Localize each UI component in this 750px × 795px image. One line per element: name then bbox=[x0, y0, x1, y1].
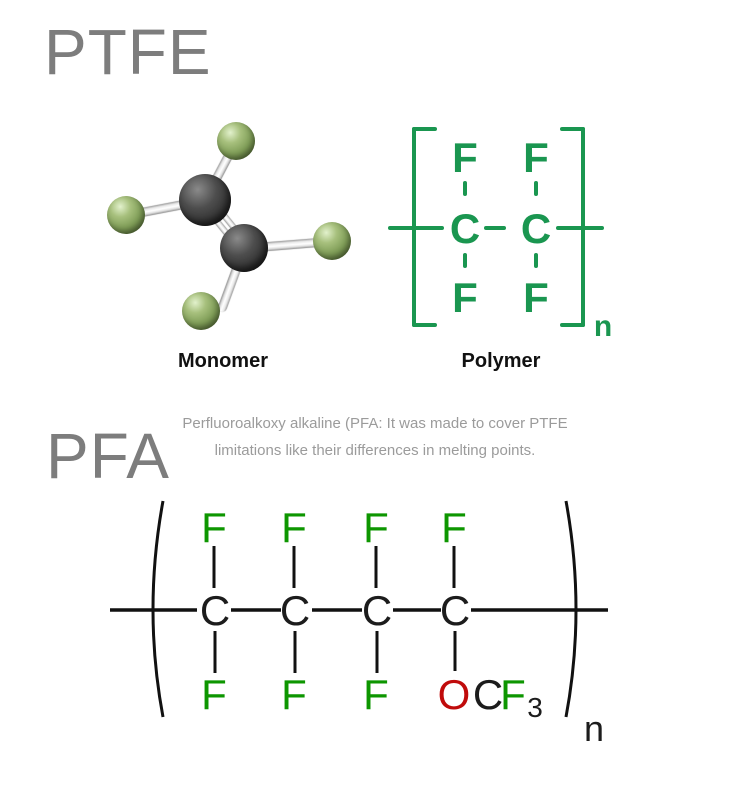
oxygen-symbol: O bbox=[437, 671, 471, 718]
backbone-line-right bbox=[556, 226, 604, 230]
polymer-label: Polymer bbox=[461, 350, 541, 372]
fc-dash-top-2 bbox=[534, 181, 538, 196]
fluorine-atom-right bbox=[313, 222, 351, 260]
carbon-symbol: C bbox=[279, 587, 311, 634]
fluorine-symbol: F bbox=[281, 671, 307, 718]
left-bracket-bottom bbox=[412, 323, 437, 327]
repeat-subscript-n: n bbox=[593, 310, 613, 343]
fluorine-symbol: F bbox=[523, 274, 549, 321]
ptfe-title: PTFE bbox=[44, 16, 212, 88]
carbon-symbol: C bbox=[520, 205, 552, 252]
backbone-line-left bbox=[388, 226, 444, 230]
left-bracket-top bbox=[412, 127, 437, 131]
right-bracket-top bbox=[560, 127, 585, 131]
right-parenthesis bbox=[564, 500, 578, 718]
fluorine-symbol: F bbox=[281, 504, 307, 551]
fluorine-symbol: F bbox=[201, 504, 227, 551]
fluorine-symbol: F bbox=[363, 504, 389, 551]
fluorine-symbol: F bbox=[523, 134, 549, 181]
pfa-title: PFA bbox=[46, 420, 170, 492]
fc-dash-bottom-2 bbox=[534, 253, 538, 268]
fc-dash-bottom-1 bbox=[463, 253, 467, 268]
pfa-caption-line2: limitations like their differences in me… bbox=[214, 442, 536, 459]
carbon-symbol: C bbox=[361, 587, 393, 634]
repeat-subscript-n: n bbox=[583, 708, 605, 749]
fluorine-symbol: F bbox=[363, 671, 389, 718]
carbon-symbol: C bbox=[472, 671, 504, 718]
ptfe-monomer-model bbox=[80, 100, 390, 350]
fluorine-atom-bottom bbox=[182, 292, 220, 330]
cc-bond-dash bbox=[484, 226, 506, 230]
fluorine-symbol: F bbox=[441, 504, 467, 551]
carbon-symbol: C bbox=[439, 587, 471, 634]
pfa-caption-line1: Perfluoroalkoxy alkaline (PFA: It was ma… bbox=[182, 415, 568, 432]
fluorine-symbol: F bbox=[452, 274, 478, 321]
fc-dash-top-1 bbox=[463, 181, 467, 196]
pfa-caption: Perfluoroalkoxy alkaline (PFA: It was ma… bbox=[182, 410, 567, 464]
carbon-atom-1 bbox=[179, 174, 231, 226]
subscript-3: 3 bbox=[527, 692, 543, 723]
fluorine-symbol: F bbox=[201, 671, 227, 718]
carbon-atom-2 bbox=[220, 224, 268, 272]
left-parenthesis bbox=[151, 500, 165, 718]
carbon-symbol: C bbox=[199, 587, 231, 634]
monomer-label: Monomer bbox=[178, 350, 268, 372]
fluorine-atom-left bbox=[107, 196, 145, 234]
fluorine-symbol: F bbox=[500, 671, 526, 718]
carbon-symbol: C bbox=[449, 205, 481, 252]
fluorine-symbol: F bbox=[452, 134, 478, 181]
vertical-bonds bbox=[212, 546, 457, 673]
right-bracket-bottom bbox=[560, 323, 585, 327]
fluorine-atom-top bbox=[217, 122, 255, 160]
